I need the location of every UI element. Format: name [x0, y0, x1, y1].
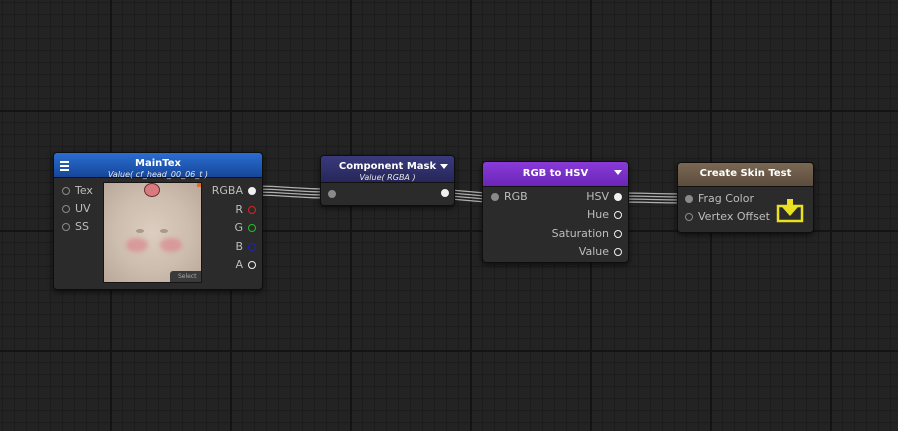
node-title: RGB to HSV [522, 168, 589, 179]
port-circle-icon[interactable] [248, 224, 256, 232]
master-output-icon [776, 199, 804, 223]
texture-eye-left [136, 229, 144, 233]
port-label: Value [578, 245, 609, 258]
component-mask-node[interactable]: Component Mask Value( RGBA ) [320, 155, 455, 206]
port-label: B [235, 240, 243, 253]
dropdown-arrow-icon[interactable] [614, 170, 622, 175]
output-port-hue[interactable]: Hue [587, 208, 622, 222]
maintex-node[interactable]: MainTex Value( cf_head_00_06_t ) Tex UV … [53, 152, 263, 290]
create-skin-test-node[interactable]: Create Skin Test Frag Color Vertex Offse… [677, 162, 814, 233]
port-circle-icon[interactable] [248, 206, 256, 214]
forehead-gem [144, 183, 160, 197]
input-port[interactable] [328, 187, 341, 201]
texture-corner-marker [197, 183, 201, 187]
node-title: MainTex [135, 158, 181, 169]
port-label: RGBA [211, 184, 243, 197]
port-circle-icon[interactable] [248, 243, 256, 251]
port-circle-icon[interactable] [614, 248, 622, 256]
texture-cheek-right [160, 238, 182, 252]
port-label: Vertex Offset [698, 210, 770, 223]
port-label: A [235, 258, 243, 271]
port-circle-icon[interactable] [614, 193, 622, 201]
input-port-rgb[interactable]: RGB [491, 190, 528, 204]
output-port-hsv[interactable]: HSV [586, 190, 622, 204]
output-port-rgba[interactable]: RGBA [212, 184, 256, 198]
input-port-ss[interactable]: SS [62, 220, 89, 234]
output-port-a[interactable]: A [235, 258, 256, 272]
port-label: Tex [75, 184, 93, 197]
port-label: Hue [586, 208, 609, 221]
node-subtitle: Value( RGBA ) [359, 173, 416, 182]
node-title: Component Mask [338, 161, 437, 172]
rgb-to-hsv-node[interactable]: RGB to HSV RGB HSV Hue Saturation Value [482, 161, 629, 263]
port-circle-icon[interactable] [685, 195, 693, 203]
port-circle-icon[interactable] [248, 187, 256, 195]
input-port-vertex-offset[interactable]: Vertex Offset [685, 210, 770, 224]
port-circle-icon[interactable] [62, 205, 70, 213]
component-mask-header[interactable]: Component Mask Value( RGBA ) [321, 156, 454, 183]
port-circle-icon[interactable] [248, 261, 256, 269]
port-label: R [235, 203, 243, 216]
node-subtitle: Value( cf_head_00_06_t ) [107, 170, 209, 179]
port-label: Frag Color [698, 192, 754, 205]
texture-cheek-left [126, 238, 148, 252]
input-port-tex[interactable]: Tex [62, 184, 93, 198]
port-circle-icon[interactable] [441, 189, 449, 197]
port-circle-icon[interactable] [491, 193, 499, 201]
rgb-to-hsv-header[interactable]: RGB to HSV [483, 162, 628, 187]
port-circle-icon[interactable] [614, 211, 622, 219]
output-port-value[interactable]: Value [579, 245, 622, 259]
port-label: RGB [504, 190, 528, 203]
output-port-r[interactable]: R [235, 203, 256, 217]
port-label: Saturation [551, 227, 609, 240]
texture-eye-right [160, 229, 168, 233]
port-circle-icon[interactable] [62, 223, 70, 231]
output-port-saturation[interactable]: Saturation [552, 227, 622, 241]
maintex-node-header[interactable]: MainTex Value( cf_head_00_06_t ) [54, 153, 262, 179]
port-circle-icon[interactable] [328, 190, 336, 198]
dropdown-arrow-icon[interactable] [440, 164, 448, 169]
node-title: Create Skin Test [699, 168, 792, 179]
create-skin-test-header[interactable]: Create Skin Test [678, 163, 813, 187]
output-port-g[interactable]: G [234, 221, 256, 235]
port-circle-icon[interactable] [685, 213, 693, 221]
output-port[interactable] [436, 186, 449, 200]
port-label: HSV [586, 190, 609, 203]
menu-icon[interactable] [60, 161, 69, 173]
port-label: SS [75, 220, 89, 233]
input-port-uv[interactable]: UV [62, 202, 91, 216]
input-port-frag-color[interactable]: Frag Color [685, 192, 754, 206]
port-circle-icon[interactable] [62, 187, 70, 195]
port-circle-icon[interactable] [614, 230, 622, 238]
texture-preview[interactable]: Select [103, 182, 202, 283]
select-texture-button[interactable]: Select [170, 271, 201, 282]
port-label: G [234, 221, 243, 234]
output-port-b[interactable]: B [235, 240, 256, 254]
port-label: UV [75, 202, 91, 215]
